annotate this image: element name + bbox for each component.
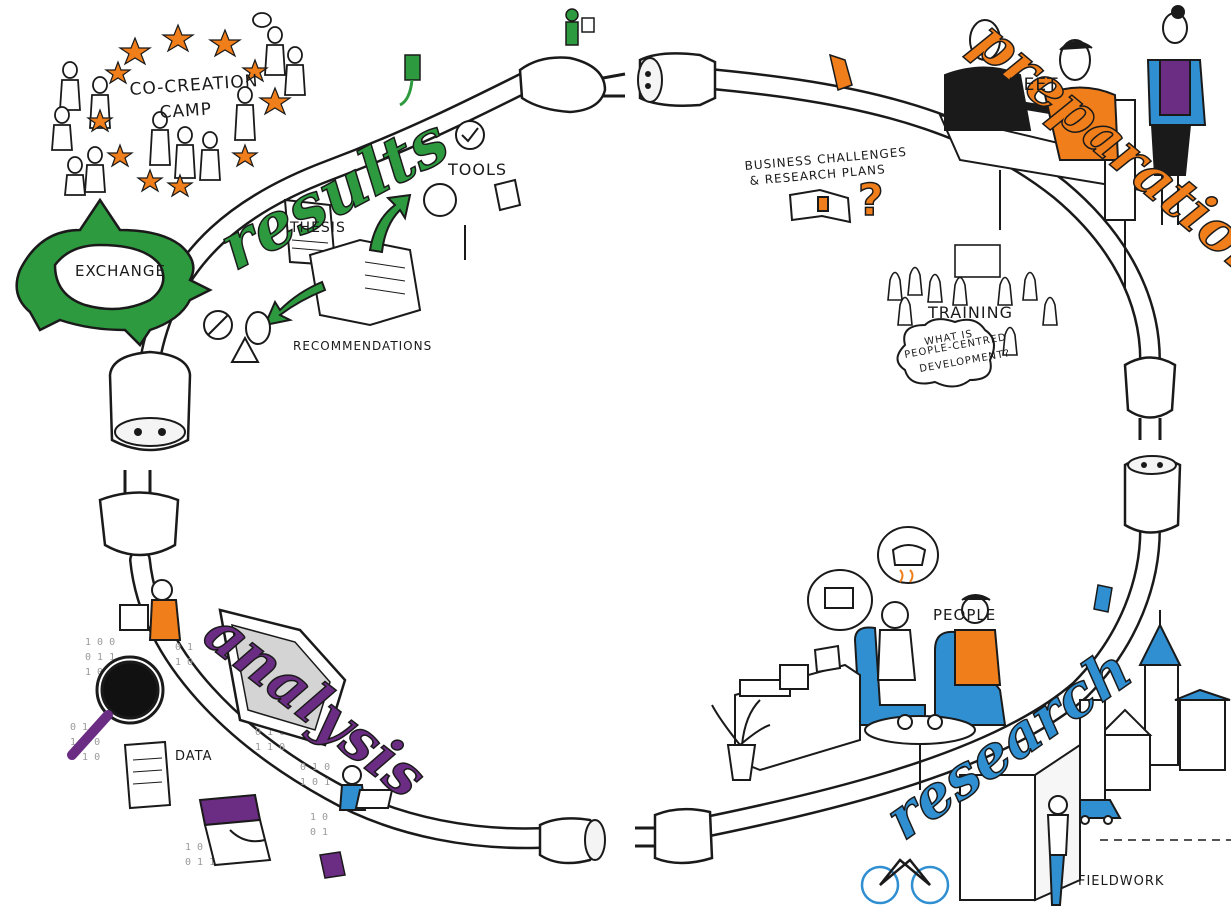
socket-results-bottom [108,350,192,452]
training-audience [887,244,1058,356]
svg-text:0 1 1: 0 1 1 [85,652,115,663]
green-arrows [263,193,412,327]
coffee-table [864,714,976,790]
purple-plug [319,851,346,879]
exchange-arrows [15,197,213,347]
svg-text:0 1: 0 1 [175,642,193,653]
bearded-man-research [954,594,1002,686]
village-houses [1079,610,1231,801]
plug-results-top [518,56,626,114]
svg-text:0 1 1: 0 1 1 [185,857,215,868]
socket-research-top [1123,455,1182,534]
svg-text:0 1: 0 1 [310,827,328,838]
bicycle [860,858,950,905]
svg-text:1 0: 1 0 [310,812,328,823]
co-creation-camp-crowd [51,12,306,196]
label-training: TRAINING [927,303,1013,322]
plug-research-left [635,807,714,865]
street-car [1074,799,1231,841]
purple-books [198,793,272,867]
laptop-man [119,579,182,641]
tools-icons [423,120,522,260]
svg-text:1 1 0: 1 1 0 [255,742,285,753]
svg-text:0 1 0: 0 1 0 [300,762,330,773]
bearded-man-orange [1043,39,1120,161]
socket-preparation-left [637,52,717,107]
label-tools: TOOLS [447,160,507,179]
svg-text:1 0 1: 1 0 1 [85,667,115,678]
svg-text:1 0 0: 1 0 0 [85,637,115,648]
label-recommendations: RECOMMENDATIONS [293,339,432,353]
svg-text:1 0: 1 0 [175,657,193,668]
blue-plug [1093,584,1113,613]
label-exchange: EXCHANGE [75,262,166,280]
businessman [944,19,1051,131]
label-meet: MEET [1008,75,1059,95]
old-woman [876,601,917,681]
potted-plant [711,699,771,781]
cable-research [679,519,1161,841]
fieldwork-woman [1046,795,1070,906]
kitchen-counter [734,644,861,772]
svg-text:1 0 0: 1 0 0 [185,842,215,853]
data-document [123,740,172,810]
question-mark: ? [857,174,884,227]
speech-bubbles [807,526,939,631]
svg-text:0 1 0: 0 1 0 [255,727,285,738]
stars [86,23,292,198]
label-data: DATA [175,749,213,764]
svg-text:1 0 1: 1 0 1 [300,777,330,788]
open-document [308,238,422,327]
green-plug [399,54,421,107]
svg-text:0 1 0: 0 1 0 [70,752,100,763]
label-fieldwork: FIELDWORK [1078,874,1164,889]
plug-preparation-bottom [1123,356,1177,440]
label-people: PEOPLE [933,606,996,624]
plug-analysis-top [98,470,180,557]
monitor-screen [218,608,347,747]
woman-purple [1146,5,1207,225]
laptop-woman [338,765,394,811]
worker-on-plug [565,8,595,46]
recommendations-icons [203,310,271,363]
svg-text:0 1 1: 0 1 1 [70,722,100,733]
magnifying-glass [67,655,165,760]
label-camp: CAMP [159,99,213,123]
plans-document [788,188,852,224]
svg-text:?: ? [858,175,884,226]
label-thesis: THESIS [289,220,346,236]
orange-plug [828,53,853,91]
socket-analysis-right [538,817,606,865]
thought-cloud [896,318,995,388]
